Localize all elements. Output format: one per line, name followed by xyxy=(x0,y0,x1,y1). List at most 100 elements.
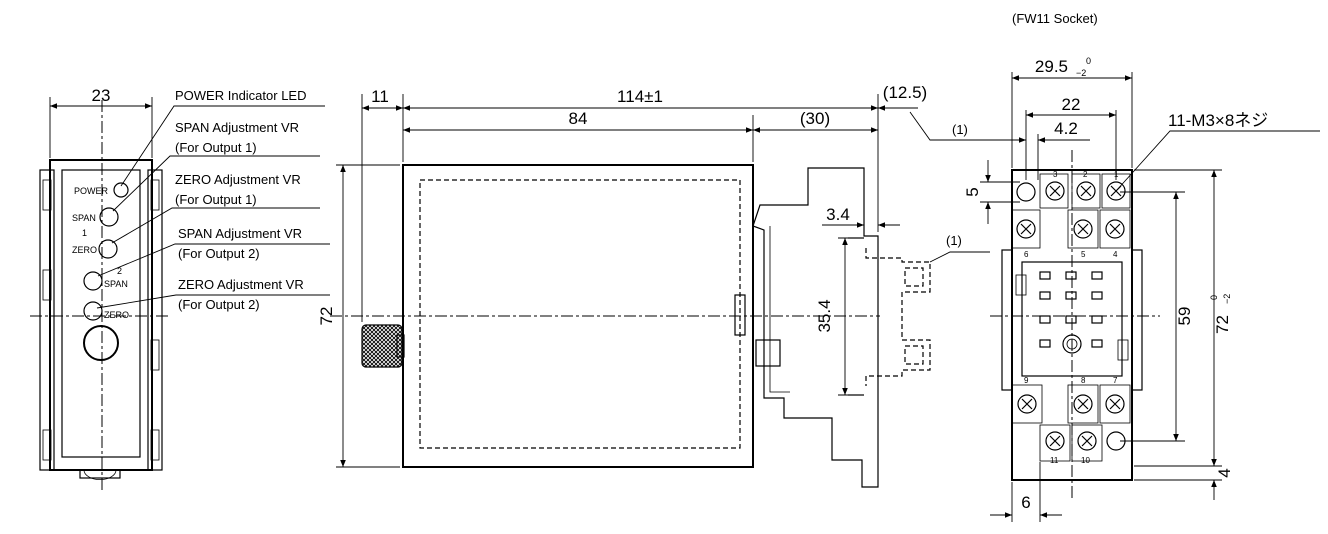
terminal-cell xyxy=(1071,173,1101,209)
terminal-cell xyxy=(1067,384,1099,424)
callout-power-led: POWER Indicator LED xyxy=(175,88,307,103)
side-socket-dim: (30) xyxy=(800,109,830,128)
pin-hole xyxy=(1039,339,1051,348)
socket-right-latch xyxy=(1117,339,1129,361)
callout-span1-title: SPAN Adjustment VR xyxy=(175,120,299,135)
center-key-inner xyxy=(1066,338,1078,350)
terminal-cell xyxy=(1071,424,1103,462)
side-note1-leader xyxy=(909,111,990,141)
socket-height-dim: 72 xyxy=(1213,315,1232,334)
front-view: POWER SPAN 1 ZERO 2 SPAN ZERO 23 POWER I… xyxy=(30,86,330,492)
front-faceplate xyxy=(61,169,141,458)
callout-leader-span2 xyxy=(97,243,330,277)
screw-icon xyxy=(1045,431,1065,451)
socket-title: (FW11 Socket) xyxy=(1012,11,1098,26)
screw-icon xyxy=(1076,181,1096,201)
side-view: 11 114±1 84 (30) (12.5) (1) (1) 3.4 35.4… xyxy=(317,83,990,488)
panel-span1-label: SPAN xyxy=(72,213,96,223)
terminal-cell xyxy=(1067,209,1099,249)
socket-view: (FW11 Socket) xyxy=(963,11,1320,522)
center-key-hole xyxy=(1062,334,1082,354)
socket-width-tol-lower: −2 xyxy=(1076,68,1086,78)
screw-icon xyxy=(1105,219,1125,239)
panel-power-label: POWER xyxy=(74,186,109,196)
terminal-cell xyxy=(1039,173,1069,209)
pin-hole xyxy=(1091,271,1103,280)
socket-pin-holes xyxy=(1039,271,1103,354)
terminal-number: 1 xyxy=(1114,170,1119,179)
side-hidden-panel xyxy=(419,179,741,449)
span1-trimmer xyxy=(99,207,119,227)
front-knob xyxy=(83,325,119,361)
socket-hole-dim: 59 xyxy=(1175,307,1194,326)
pin-hole xyxy=(1091,315,1103,324)
side-din-rail-hidden xyxy=(865,248,931,386)
front-bottom-arc xyxy=(83,469,117,480)
side-knurled-knob xyxy=(361,324,403,368)
panel-zero1-label: ZERO xyxy=(72,245,97,255)
front-bottom-tab xyxy=(79,469,121,479)
callout-leader-zero1 xyxy=(111,207,320,244)
terminal-number: 11 xyxy=(1050,456,1059,465)
zero1-trimmer xyxy=(98,239,118,259)
callout-zero2-sub: (For Output 2) xyxy=(178,297,260,312)
side-connector-slot xyxy=(734,294,746,336)
terminal-number: 2 xyxy=(1083,170,1088,179)
pin-hole xyxy=(1065,291,1077,300)
side-socket-profile xyxy=(752,167,879,488)
pin-hole xyxy=(1091,291,1103,300)
pin-hole xyxy=(1039,291,1051,300)
terminal-number: 3 xyxy=(1053,170,1058,179)
side-knob-dim: 11 xyxy=(371,87,389,106)
pin-hole xyxy=(1065,315,1077,324)
screw-icon xyxy=(1073,394,1093,414)
socket-screws xyxy=(1016,181,1126,451)
pin-hole xyxy=(1039,315,1051,324)
panel-span2-label: SPAN xyxy=(104,279,128,289)
side-rail-height-dim: 35.4 xyxy=(815,299,834,332)
power-led xyxy=(113,182,129,198)
side-note2-leader xyxy=(929,251,990,263)
screw-icon xyxy=(1016,219,1036,239)
panel-zero2-label: ZERO xyxy=(104,310,129,320)
terminal-cell xyxy=(1011,384,1043,424)
socket-left-dim: 6 xyxy=(1021,493,1030,512)
side-note2: (1) xyxy=(946,233,962,248)
terminal-number: 10 xyxy=(1081,456,1090,465)
pin-hole xyxy=(1091,339,1103,348)
callout-leader-power xyxy=(120,105,325,187)
screw-icon xyxy=(1045,181,1065,201)
socket-height-tol-upper: 0 xyxy=(1209,295,1219,300)
screw-note-leader xyxy=(1115,130,1320,192)
terminal-cell xyxy=(1099,384,1131,424)
panel-num1-label: 1 xyxy=(82,228,87,238)
terminal-number: 6 xyxy=(1024,250,1029,259)
terminal-cell xyxy=(1099,209,1131,249)
terminal-number: 5 xyxy=(1081,250,1086,259)
side-rail-hidden-bottom xyxy=(904,345,924,365)
callout-zero2-title: ZERO Adjustment VR xyxy=(178,277,304,292)
panel-num2-label: 2 xyxy=(117,266,122,276)
socket-height-tol-lower: −2 xyxy=(1222,294,1232,304)
callout-leader-zero2 xyxy=(96,294,330,309)
socket-right-flange xyxy=(1131,249,1143,391)
socket-left-flange xyxy=(1001,249,1013,391)
socket-pitch-dim: 22 xyxy=(1062,95,1081,114)
mounting-hole-top xyxy=(1016,182,1036,202)
screw-icon xyxy=(1105,394,1125,414)
socket-width-tol-upper: 0 xyxy=(1086,56,1091,66)
screw-icon xyxy=(1077,431,1097,451)
terminal-number: 8 xyxy=(1081,376,1086,385)
zero2-trimmer xyxy=(83,301,103,321)
pin-hole xyxy=(1039,271,1051,280)
socket-left-latch xyxy=(1015,274,1027,296)
callout-span1-sub: (For Output 1) xyxy=(175,140,257,155)
side-height-dim: 72 xyxy=(317,307,336,326)
screw-icon xyxy=(1017,394,1037,414)
screw-icon xyxy=(1073,219,1093,239)
callout-zero1-title: ZERO Adjustment VR xyxy=(175,172,301,187)
side-note1: (1) xyxy=(952,122,968,137)
socket-bottom-dim: 4 xyxy=(1215,468,1234,477)
callout-span2-title: SPAN Adjustment VR xyxy=(178,226,302,241)
